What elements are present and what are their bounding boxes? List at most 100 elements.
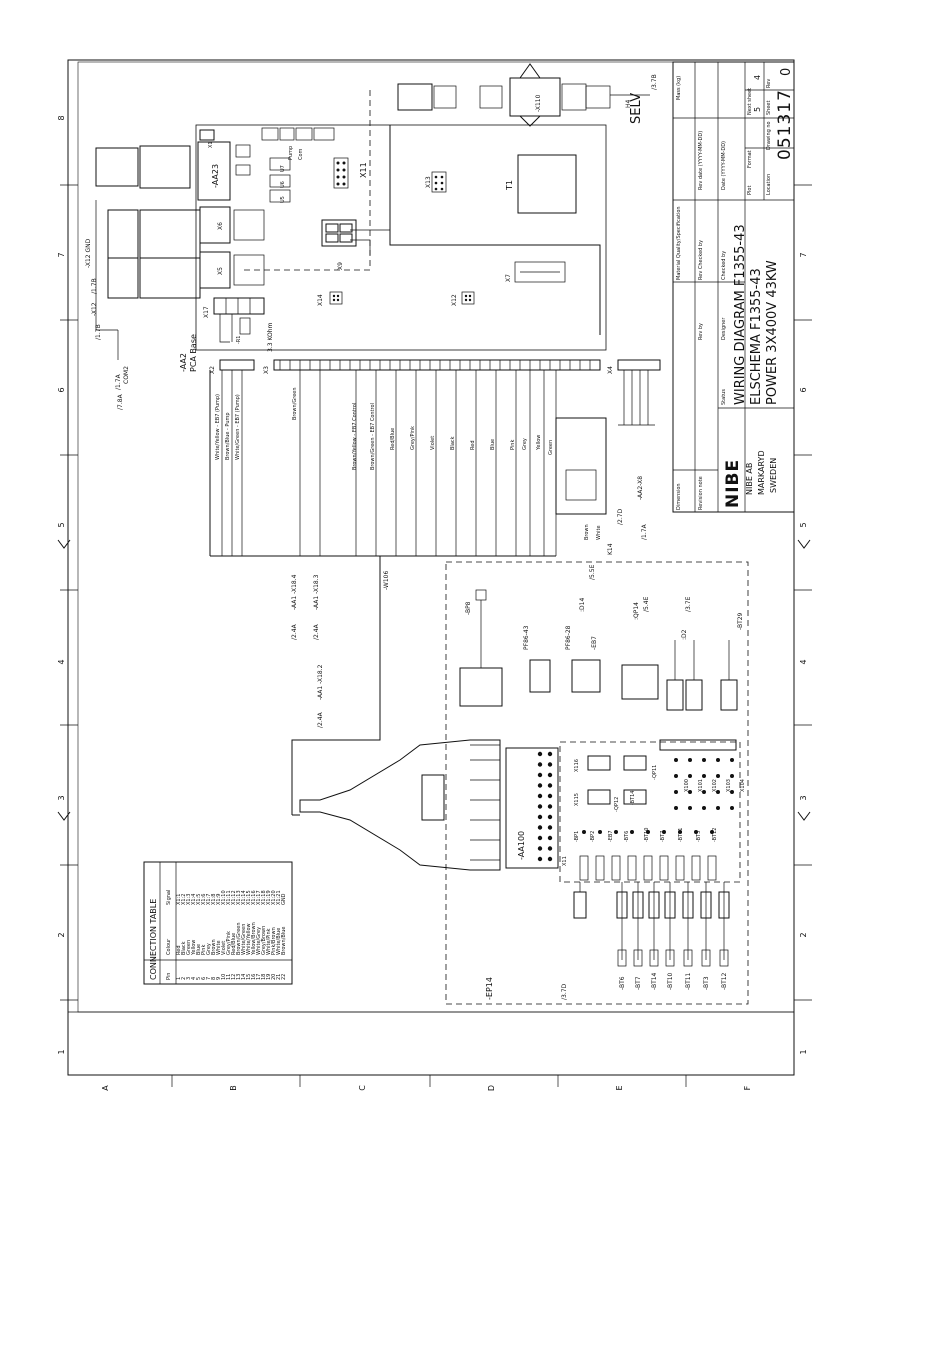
- aa100-pin: [537, 751, 543, 757]
- bottom-sensors: -BT6 -BT7 -BT14 -BT10 -BT11 -BT3 -BT12: [573, 882, 730, 990]
- row-A: A: [101, 1085, 110, 1091]
- pin-bp1: -BP1: [574, 831, 580, 842]
- table-cell-signal: X1:15: [246, 890, 252, 905]
- pin-bt6: -BT6: [624, 831, 630, 842]
- aa100-pin: [547, 825, 553, 830]
- revision-value: 0: [779, 68, 794, 76]
- grid-pin: [716, 806, 720, 810]
- table-cell-pin: 11: [226, 974, 232, 980]
- pca-name: PCA Base: [189, 334, 198, 372]
- sensor-plugs: [459, 589, 738, 711]
- table-cell-signal: X1:12: [231, 890, 237, 905]
- grid-pin: [702, 758, 706, 762]
- table-cell-signal: X1:8: [211, 894, 217, 905]
- comp-pf86-43: PF86-43: [523, 625, 530, 650]
- aa23-label: -AA23: [211, 164, 220, 188]
- conn-x104: X104: [740, 779, 746, 792]
- grid-pin: [694, 830, 698, 834]
- row-C: C: [358, 1085, 367, 1091]
- k14-label: K14: [607, 543, 614, 555]
- table-cell-signal: X1:13: [236, 890, 242, 905]
- conn-x116: X116: [574, 759, 580, 772]
- wire-label-13: Pink: [510, 440, 516, 450]
- sensor-probe: [701, 949, 711, 967]
- x6-label: X6: [217, 222, 224, 230]
- comp-d14: :D14: [579, 598, 586, 612]
- x11-label: X11: [359, 162, 368, 178]
- com2-label: COM2: [123, 366, 130, 384]
- table-cell-colour: Yellow/Brown: [251, 922, 257, 956]
- sensor-probe: [665, 949, 675, 967]
- grid-pin: [730, 758, 734, 762]
- field-rev-checked: Rev Checked by: [698, 240, 704, 280]
- table-cell-pin: 3: [186, 977, 192, 980]
- grid-pin: [598, 830, 602, 834]
- col-6-right: 6: [799, 387, 808, 392]
- pin-bt14: -BT14: [630, 791, 636, 805]
- table-cell-colour: Brown/Blue: [281, 927, 287, 955]
- table-cell-pin: 2: [181, 977, 187, 980]
- table-cell-pin: 10: [221, 974, 227, 980]
- conn-x102: X102: [712, 779, 718, 792]
- sensor-bt7: -BT7: [635, 976, 642, 990]
- grid-pin: [646, 830, 650, 834]
- terminal-x2: X2: [209, 359, 255, 374]
- aa100-pin: [537, 825, 543, 830]
- grid-pin: [674, 806, 678, 810]
- table-cell-colour: Pink/Brown: [271, 927, 277, 955]
- field-revision-note: Revision note: [698, 476, 704, 510]
- table-cell-pin: 22: [281, 974, 287, 980]
- field-plot: Plot: [747, 186, 753, 195]
- wire-label-15: Yellow: [536, 435, 542, 451]
- field-format: Format: [747, 150, 753, 168]
- wire-label-2: Brown/Blue - Pump: [225, 412, 231, 460]
- table-cell-pin: 12: [231, 974, 237, 980]
- col-6-left: 6: [57, 387, 66, 392]
- aa100-label: -AA100: [517, 831, 526, 860]
- field-mass: Mass (kg): [676, 76, 682, 100]
- sheet-number: 4: [753, 75, 762, 80]
- grid-pin: [630, 830, 634, 834]
- grid-pin: [702, 790, 706, 794]
- table-cell-pin: 15: [246, 974, 252, 980]
- pca-designation: -AA2: [179, 353, 188, 372]
- row-B: B: [229, 1085, 238, 1091]
- grid-pin: [702, 774, 706, 778]
- table-cell-pin: 6: [201, 977, 207, 980]
- selv-h4: H4: [625, 99, 632, 108]
- terminal-x1: X1: [199, 129, 215, 148]
- sensor-bt11: -BT11: [685, 972, 692, 990]
- col-2-left: 2: [57, 932, 66, 937]
- table-cell-colour: White/Pink: [266, 928, 272, 955]
- x2-label: X2: [209, 366, 216, 374]
- grid-pin: [662, 830, 666, 834]
- wire-label-6: Brown/Green - EB7 Control: [370, 403, 376, 470]
- table-title: CONNECTION TABLE: [149, 899, 158, 980]
- table-cell-colour: Yellow: [191, 940, 197, 956]
- field-drawing-no: Drawing no: [766, 121, 772, 150]
- k14-connector: K14 /2.7D: [555, 417, 624, 555]
- table-cell-signal: X1:11: [226, 890, 232, 905]
- table-cell-colour: Brown/Green: [236, 922, 242, 955]
- table-cell-signal: X1:18: [261, 890, 267, 905]
- table-cell-pin: 1: [176, 977, 182, 980]
- terminal-x4: X4: [607, 359, 661, 374]
- cable-ref-1: /2.4A: [291, 623, 298, 640]
- sensor-probe: [719, 949, 729, 967]
- title-line-1: WIRING DIAGRAM F1355-43: [733, 224, 748, 405]
- table-cell-signal: X1:3: [186, 894, 192, 905]
- grid-pin: [582, 830, 586, 834]
- field-rev-date: Rev date (YYYY-MM-DD): [698, 131, 704, 190]
- sensor-bt10: -BT10: [667, 972, 674, 990]
- table-cell-colour: Grey/Pink: [226, 931, 232, 955]
- ref-5-5e: /5.5E: [589, 564, 596, 580]
- ep14-label: -EP14: [485, 977, 494, 1000]
- connection-table: CONNECTION TABLE Pin Colour Signal 1RedX…: [143, 861, 293, 985]
- column-labels-left: 8 7 6 5 4 3 2 1: [57, 115, 66, 1054]
- sensor-bt3: -BT3: [703, 976, 710, 990]
- conn-x101: X101: [698, 779, 704, 792]
- wire-label-7: Red/Blue: [390, 428, 396, 450]
- grid-pin: [674, 790, 678, 794]
- wire-label-17: Brown: [584, 524, 590, 540]
- table-cell-signal: X1:21: [276, 890, 282, 905]
